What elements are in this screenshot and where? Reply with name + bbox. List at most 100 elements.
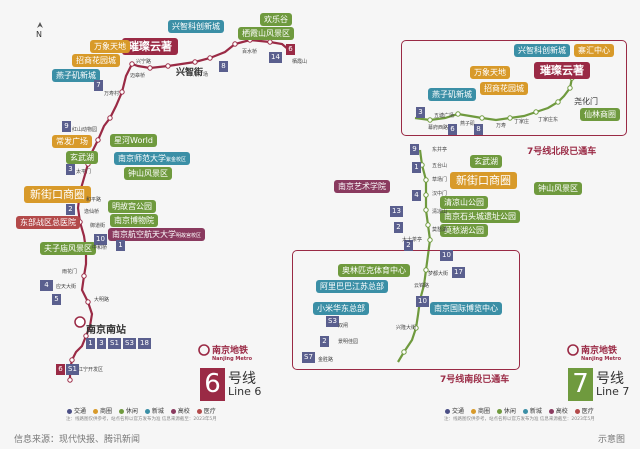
transfer-badge: 6 [448, 124, 457, 135]
transfer-badge: 9 [410, 144, 419, 155]
transfer-badge: 9 [62, 121, 71, 132]
station [207, 55, 213, 61]
station-label: 百水桥 [242, 49, 258, 55]
tag-nanshi-text: 南京师范大学 [118, 154, 166, 163]
station-label: 草场门 [432, 177, 448, 183]
station-label: 燕子矶 [460, 121, 476, 127]
tag-dongbu: 东部战区总医院 [16, 216, 80, 229]
tag-huancan-l7: 璀璨云著 [534, 62, 590, 79]
station-label: 兴宁路 [136, 59, 152, 65]
legend-item: 休闲 [125, 408, 138, 415]
tag-nanhang-sub: 明故宫校区 [176, 233, 202, 239]
station-label: 丁家庄东 [538, 117, 559, 123]
station [165, 63, 171, 69]
legend-medical-icon [196, 409, 202, 414]
tag-jinhui: 寨汇中心 [574, 44, 614, 57]
station [507, 115, 513, 121]
compass-arrow-icon [37, 22, 43, 28]
legend-leisure-icon [118, 409, 124, 414]
tag-changfa: 常发广场 [52, 135, 92, 148]
line7-north-note: 7号线北段已通车 [527, 147, 597, 157]
source-footer: 信息来源：现代快报、腾讯新闻 [14, 435, 141, 445]
transfer-badge: 6 [56, 364, 65, 375]
tag-nanbowuyuan: 南京博物院 [110, 214, 158, 227]
station [533, 109, 539, 115]
tag-yishu: 南京艺术学院 [334, 180, 390, 193]
logo-text-en: Nanjing Metro [212, 356, 253, 362]
line7-south-note: 7号线南段已通车 [440, 375, 510, 385]
tag-mochou: 莫愁湖公园 [440, 224, 488, 237]
station [81, 273, 87, 279]
tag-xingheworld: 星河World [110, 134, 157, 147]
station [423, 207, 429, 213]
tag-zhongshan-l6: 钟山风景区 [124, 167, 172, 180]
transfer-badge: 4 [40, 280, 53, 291]
logo-text: 南京地铁 [212, 346, 249, 356]
legend-item: 交通 [452, 408, 465, 415]
legend-school-icon [548, 409, 554, 414]
line7-name-zh: 号线 [596, 371, 624, 387]
station-label: 应天大街 [56, 284, 77, 290]
station [427, 117, 433, 123]
transfer-badge: 6 [286, 44, 295, 55]
legend-item: 医疗 [581, 408, 594, 415]
legend-school-icon [170, 409, 176, 414]
legend-item: 医疗 [203, 408, 216, 415]
station-label: 梦都大街 [428, 271, 449, 277]
station-label: 幕府西路 [428, 125, 449, 131]
legend-item: 高校 [555, 408, 568, 415]
station-label: 兴隆大街 [396, 325, 417, 331]
transfer-badge: S1 [66, 364, 79, 375]
station-label: 双闸 [338, 323, 349, 329]
schematic-note: 示意图 [598, 435, 626, 445]
transfer-badge: 4 [412, 190, 421, 201]
station-label: 万寿 [496, 123, 507, 129]
station-label: 栖霞山 [292, 59, 308, 65]
transfer-badge: 2 [394, 222, 403, 233]
metro-logo-icon [567, 344, 579, 356]
station [423, 192, 429, 198]
metro-logo-icon [198, 344, 210, 356]
transfer-badge: 10 [416, 296, 429, 307]
legend-item: 休闲 [503, 408, 516, 415]
transfer-badge: 1 [116, 240, 125, 251]
tag-xuanwuhu-l6: 玄武湖 [66, 151, 98, 164]
transfer-badge: 3 [97, 338, 106, 349]
station [67, 377, 73, 383]
station-label: 和平路 [86, 197, 102, 203]
station-label: 汉中门 [432, 191, 448, 197]
legend-leisure-icon [496, 409, 502, 414]
line7-logo: 南京地铁 Nanjing Metro [581, 343, 621, 362]
station-label: 红山动物园 [72, 127, 98, 133]
station [423, 177, 429, 183]
tag-yanzi-l6: 燕子矶新城 [52, 69, 100, 82]
tag-xuanwuhu-l7: 玄武湖 [470, 155, 502, 168]
line6-number-badge: 6 [200, 368, 225, 401]
transfer-badge: 8 [219, 61, 228, 72]
transfer-badge: 5 [52, 294, 61, 305]
tag-nanshi-sub: 紫金校区 [166, 157, 187, 163]
line6-footnote: 注：线路图仅供参考，站点名称以官方发布为准 信息来源截至：2023年5月 [66, 417, 217, 422]
station-label: 大士茶亭 [402, 237, 423, 243]
transfer-badge: 18 [138, 338, 151, 349]
station-label: 江宁开发区 [78, 367, 104, 373]
compass-label: N [36, 30, 42, 39]
station [69, 357, 75, 363]
station [567, 85, 573, 91]
station-label: 金胜路 [318, 357, 334, 363]
tag-xianlin: 仙林商圈 [580, 108, 620, 121]
station-label: 东井亭 [432, 147, 448, 153]
tag-alibaba: 阿里巴巴江苏总部 [316, 280, 388, 293]
tag-zhaoshang-l6: 招商花园城 [72, 54, 120, 67]
station-label: 云锦路 [414, 283, 430, 289]
tag-nanshi: 南京师范大学紫金校区 [114, 152, 191, 165]
transfer-badge: 3 [416, 107, 425, 118]
tag-guoji: 南京国际博览中心 [430, 302, 502, 315]
hub-station-icon [74, 316, 86, 328]
legend-newcity-icon [522, 409, 528, 414]
tag-qingliang: 清凉山公园 [440, 196, 488, 209]
transfer-badge: 13 [390, 206, 403, 217]
station [423, 267, 429, 273]
legend-item: 高校 [177, 408, 190, 415]
legend-item: 商圈 [99, 408, 112, 415]
